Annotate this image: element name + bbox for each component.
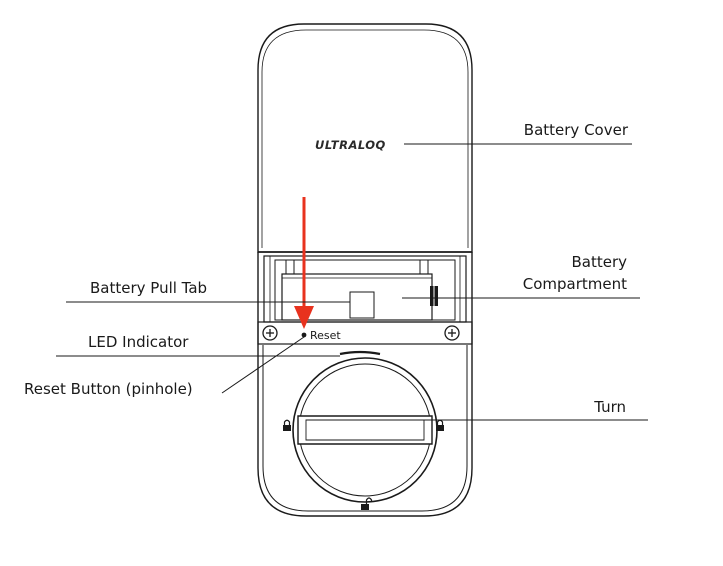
lock-body-outline bbox=[257, 252, 473, 517]
label-led-indicator: LED Indicator bbox=[88, 333, 189, 351]
screw-icon bbox=[444, 325, 460, 341]
brand-logo: ULTRALOQ bbox=[315, 138, 386, 152]
screw-band bbox=[257, 321, 473, 345]
label-battery-compartment-line1: Battery bbox=[571, 253, 627, 271]
label-battery-pull-tab: Battery Pull Tab bbox=[90, 279, 207, 297]
pull-down-arrow-icon bbox=[294, 197, 314, 329]
battery-clip-left bbox=[285, 259, 295, 275]
battery-cover bbox=[257, 23, 473, 253]
lock-body-inner-outline bbox=[262, 345, 468, 512]
reset-label: Reset bbox=[310, 329, 341, 342]
knob-top-tab bbox=[339, 350, 381, 356]
locked-padlock-icon bbox=[436, 419, 444, 431]
reset-pinhole[interactable] bbox=[301, 332, 307, 338]
knob-handle[interactable] bbox=[297, 415, 433, 445]
battery-cover-inner-edge bbox=[261, 29, 469, 248]
leader-reset-button bbox=[221, 336, 305, 394]
label-battery-cover: Battery Cover bbox=[524, 121, 629, 139]
screw-icon bbox=[262, 325, 278, 341]
label-reset-button: Reset Button (pinhole) bbox=[24, 380, 193, 398]
label-turn: Turn bbox=[593, 398, 626, 416]
unlocked-padlock-icon bbox=[361, 497, 373, 510]
locked-padlock-icon bbox=[283, 419, 291, 431]
battery-clip-right bbox=[419, 259, 429, 275]
battery-pull-tab bbox=[349, 291, 375, 319]
label-battery-compartment-line2: Compartment bbox=[523, 275, 627, 293]
